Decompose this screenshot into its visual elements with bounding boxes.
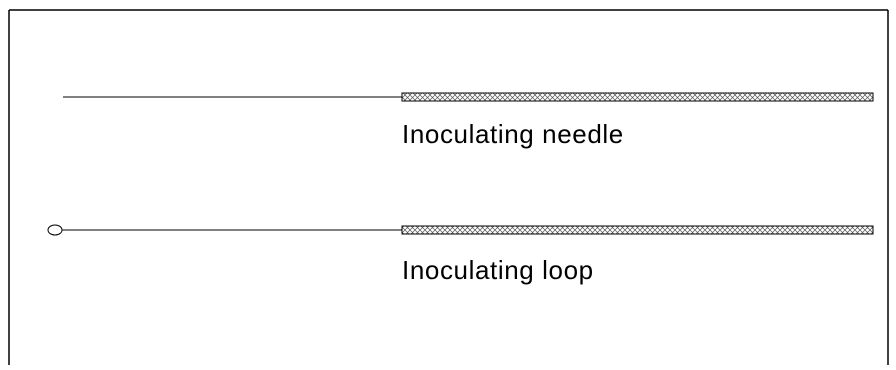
inoculating-loop-label: Inoculating loop [402,255,594,285]
inoculating-needle [63,92,874,102]
inoculating-loop [47,224,874,236]
inoculating-needle-label: Inoculating needle [402,119,624,149]
loop-handle [401,225,874,235]
needle-handle [401,92,874,102]
loop-tip [47,224,63,236]
